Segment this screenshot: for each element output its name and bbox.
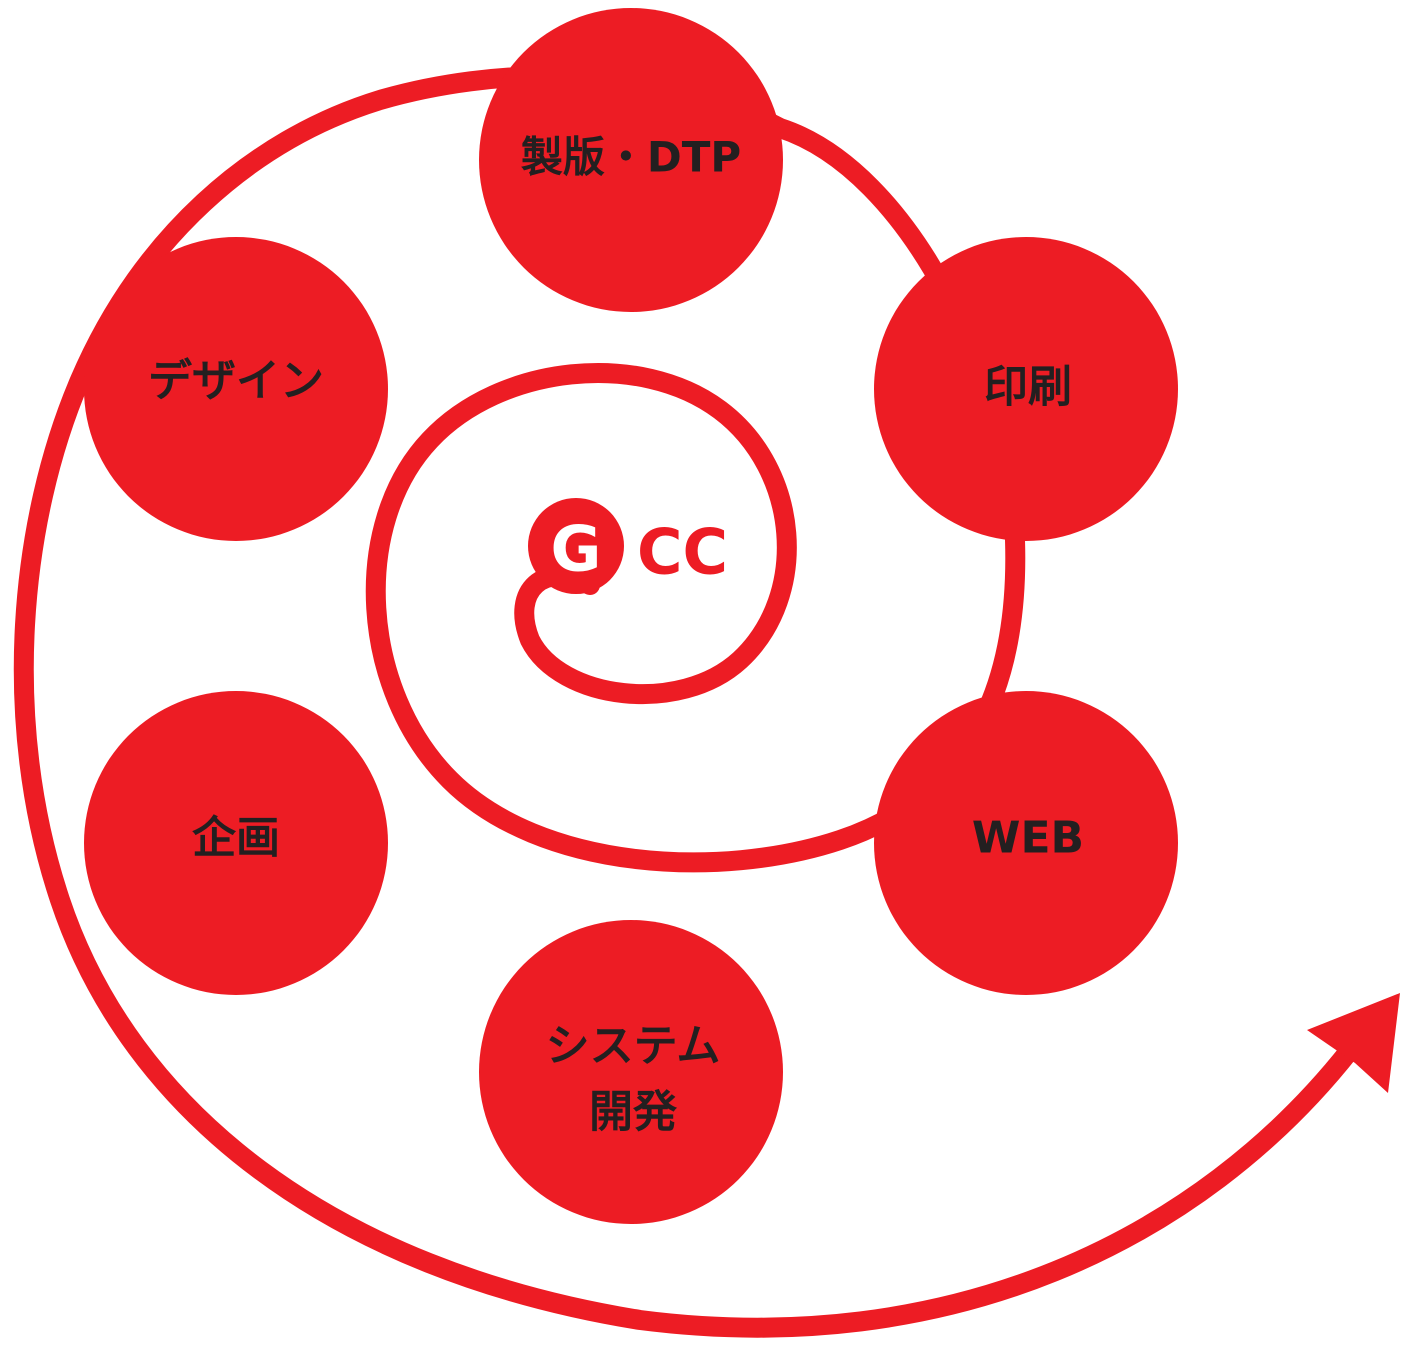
- logo-cc-letters: CC: [637, 516, 728, 589]
- node-label-web: WEB: [972, 813, 1084, 864]
- node-label-design: デザイン: [148, 356, 324, 407]
- logo-g-circle: [528, 498, 624, 594]
- node-circle: [874, 237, 1178, 541]
- node-insatsu: 印刷: [874, 237, 1178, 541]
- logo-g-letter: G: [551, 513, 602, 586]
- node-label-kikaku: 企画: [192, 813, 280, 864]
- node-label-seihan-dtp: 製版・DTP: [521, 133, 741, 182]
- node-circle: [84, 691, 388, 995]
- node-label-insatsu: 印刷: [984, 362, 1072, 413]
- node-seihan-dtp: 製版・DTP: [479, 8, 783, 312]
- node-design: デザイン: [84, 237, 388, 541]
- gcc-logo: G CC: [528, 498, 728, 594]
- node-system: システム 開発: [479, 920, 783, 1224]
- node-circle: [479, 8, 783, 312]
- arrowhead-icon: [1307, 993, 1400, 1093]
- node-circle: [479, 920, 783, 1224]
- node-circle: [84, 237, 388, 541]
- node-label-system-line1: システム: [546, 1021, 721, 1072]
- node-web: WEB: [874, 691, 1178, 995]
- node-circle: [874, 691, 1178, 995]
- node-kikaku: 企画: [84, 691, 388, 995]
- node-label-system-line2: 開発: [589, 1087, 678, 1138]
